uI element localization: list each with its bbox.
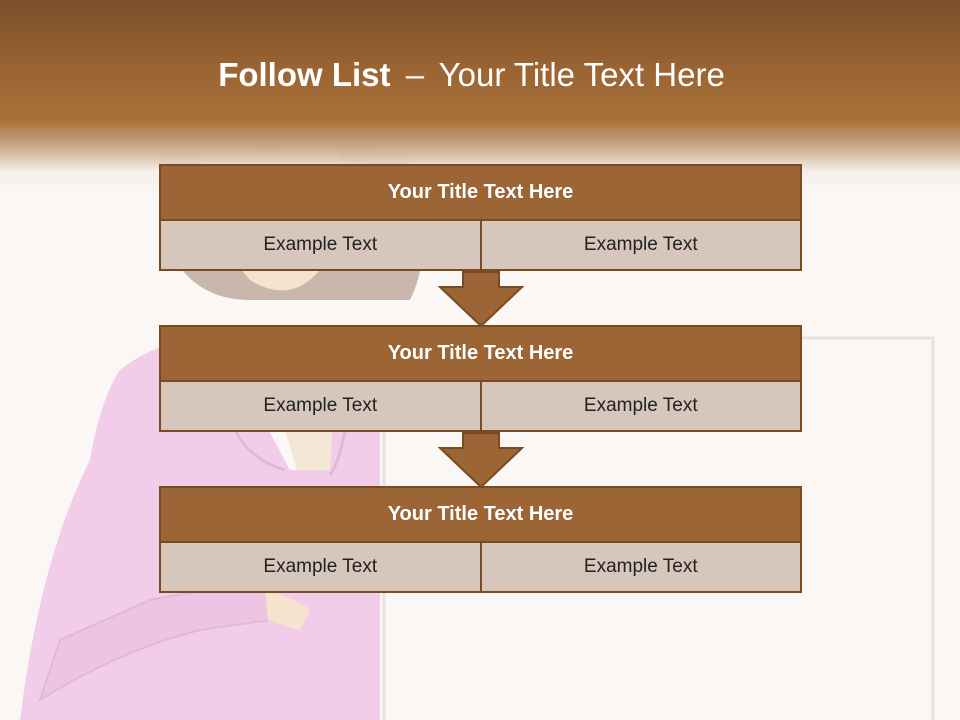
block-cell-left: Example Text [159, 221, 482, 271]
block-cell-right: Example Text [481, 221, 802, 271]
block-row: Example Text Example Text [159, 221, 802, 271]
hand-shape [265, 590, 310, 630]
title-bold: Follow List [218, 56, 391, 93]
block-row: Example Text Example Text [159, 382, 802, 432]
list-block: Your Title Text Here Example Text Exampl… [159, 164, 802, 271]
block-cell-left: Example Text [159, 382, 482, 432]
arm-shape [38, 583, 272, 703]
block-title: Your Title Text Here [159, 164, 802, 221]
list-block: Your Title Text Here Example Text Exampl… [159, 486, 802, 593]
block-cell-left: Example Text [159, 543, 482, 593]
block-cell-right: Example Text [481, 543, 802, 593]
block-title: Your Title Text Here [159, 325, 802, 382]
block-row: Example Text Example Text [159, 543, 802, 593]
down-arrow-icon [438, 432, 524, 488]
title-rest: Your Title Text Here [438, 56, 725, 93]
down-arrow-icon [438, 271, 524, 327]
title-band [0, 0, 960, 195]
block-cell-right: Example Text [481, 382, 802, 432]
block-title: Your Title Text Here [159, 486, 802, 543]
slide-title: Follow List – Your Title Text Here [0, 52, 943, 98]
list-block: Your Title Text Here Example Text Exampl… [159, 325, 802, 432]
title-dash: – [405, 56, 425, 93]
